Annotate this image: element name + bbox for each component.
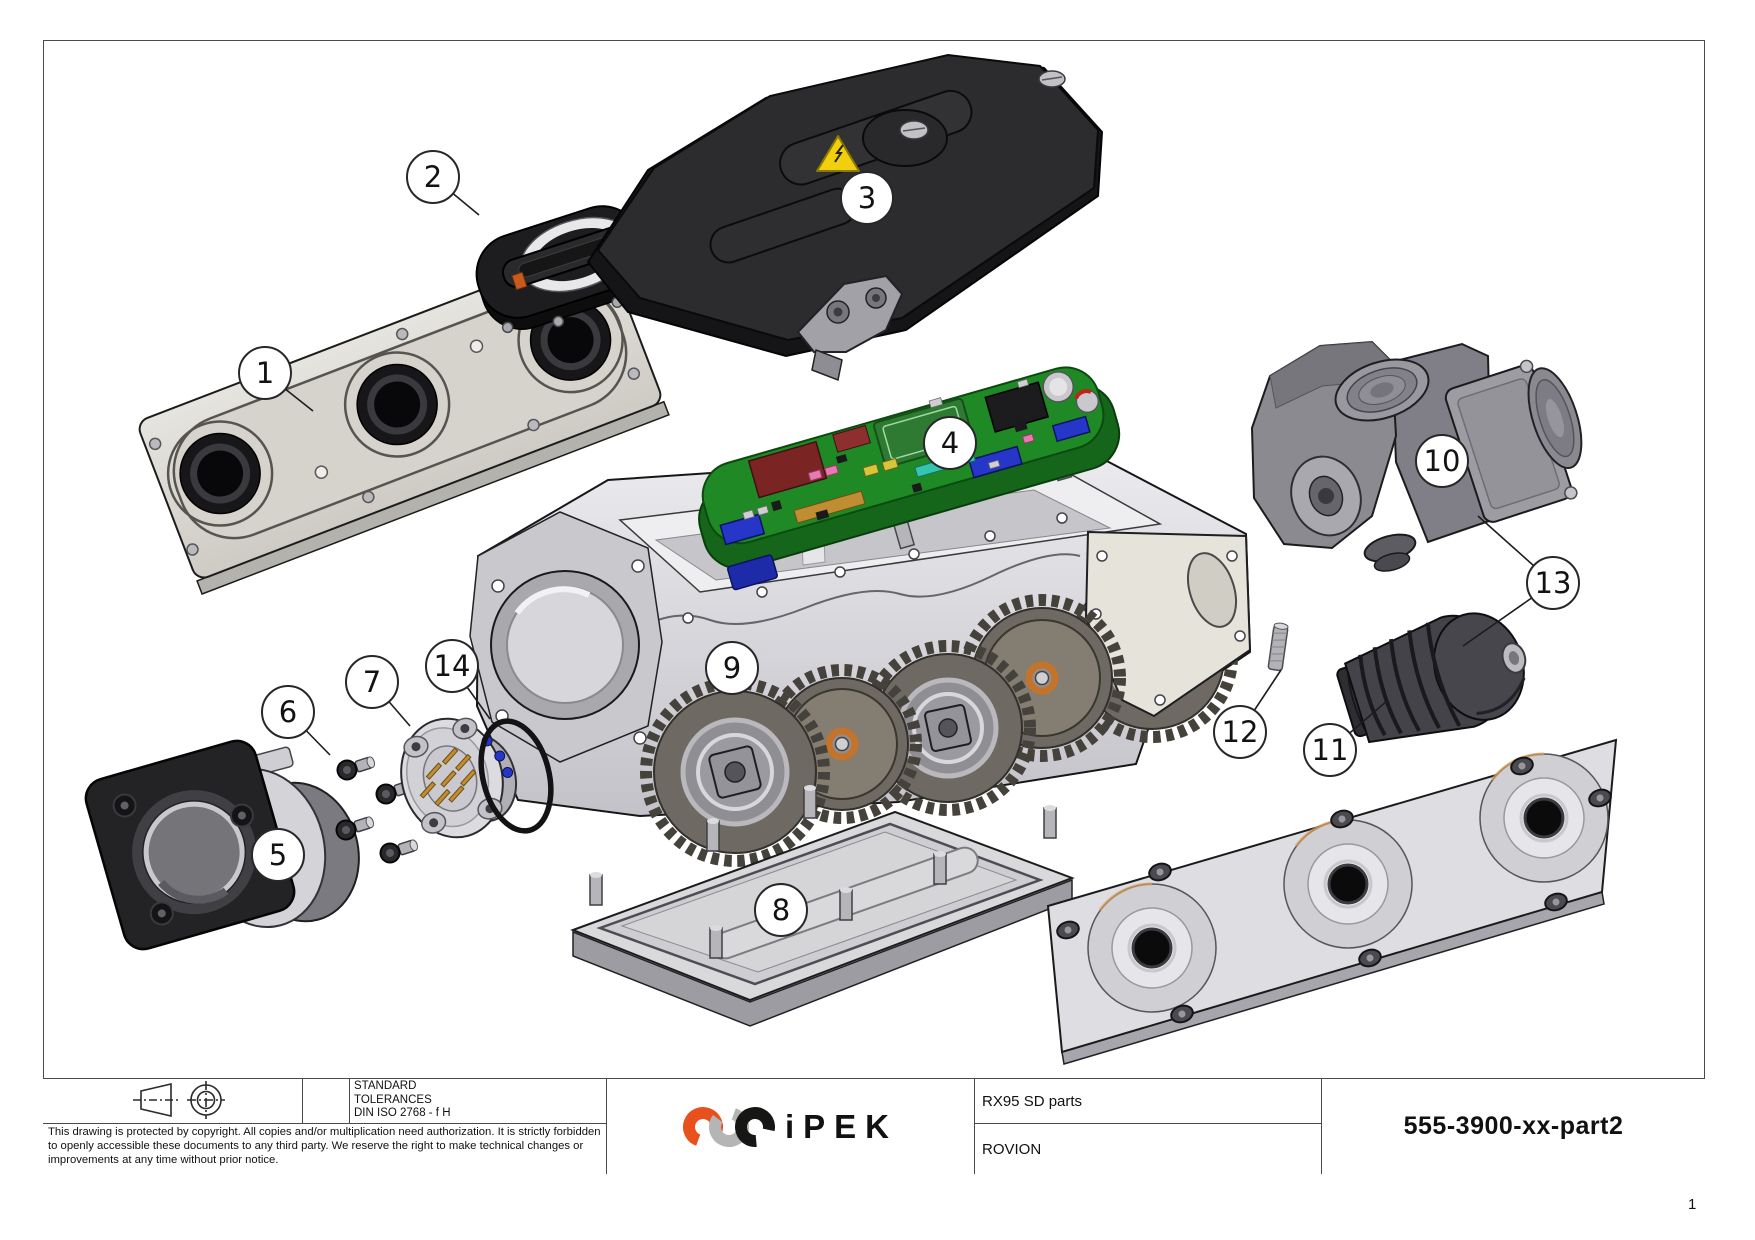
part-1-cover-plate — [138, 245, 670, 595]
tray-pins — [589, 785, 1057, 959]
hinge-bracket — [796, 274, 904, 382]
projection-symbol-cell — [43, 1079, 303, 1124]
bearing-hole — [356, 363, 438, 446]
svg-text:14: 14 — [434, 649, 471, 683]
balloon-13: 13 — [1526, 556, 1580, 610]
part-6-screws — [335, 756, 419, 864]
part-11-motor — [1336, 612, 1527, 744]
svg-text:6: 6 — [279, 695, 297, 729]
svg-text:5: 5 — [269, 838, 287, 872]
title-block: STANDARD TOLERANCES DIN ISO 2768 - f H T… — [43, 1078, 1705, 1174]
balloon-7: 7 — [345, 655, 399, 709]
balloon-12: 12 — [1213, 705, 1267, 759]
balloon-1: 1 — [238, 346, 292, 400]
side-plate — [1046, 738, 1618, 1065]
logo-wordmark: iPEK — [784, 1107, 899, 1145]
tolerance-line: TOLERANCES — [354, 1093, 432, 1106]
plate-holes — [1087, 752, 1609, 1013]
cover-screw — [899, 120, 929, 140]
ipek-logo-icon — [682, 1106, 775, 1147]
svg-text:4: 4 — [941, 426, 959, 460]
tolerances-cell: STANDARD TOLERANCES DIN ISO 2768 - f H — [350, 1079, 607, 1124]
svg-text:1: 1 — [256, 356, 274, 390]
svg-text:13: 13 — [1535, 566, 1572, 600]
balloon-9: 9 — [705, 641, 759, 695]
svg-text:2: 2 — [424, 160, 442, 194]
tolerance-line: DIN ISO 2768 - f H — [354, 1107, 451, 1119]
balloon-10: 10 — [1415, 434, 1469, 488]
bearing-hole — [179, 432, 261, 515]
copyright-text: This drawing is protected by copyright. … — [48, 1126, 601, 1166]
logo-cell: iPEK — [607, 1079, 975, 1174]
gear-3 — [860, 640, 1036, 816]
part-8-bottom-tray — [570, 785, 1075, 1027]
copyright-cell: This drawing is protected by copyright. … — [43, 1124, 607, 1174]
flange-screws — [112, 793, 254, 926]
drawing-number: 555-3900-xx-part2 — [1403, 1112, 1624, 1140]
warning-triangle-icon — [816, 135, 860, 172]
product-name: ROVION — [982, 1140, 1042, 1158]
part-4-pcb — [698, 366, 1121, 591]
balloon-3: 3 — [840, 171, 894, 225]
part-5-camera-flange — [84, 739, 360, 951]
svg-text:8: 8 — [772, 893, 790, 927]
svg-text:7: 7 — [363, 665, 381, 699]
svg-text:9: 9 — [723, 651, 741, 685]
svg-text:3: 3 — [858, 181, 876, 215]
balloon-11: 11 — [1303, 723, 1357, 777]
part-7-pin-connector — [400, 717, 517, 839]
svg-text:12: 12 — [1222, 715, 1259, 749]
drawing-title-cell: RX95 SD parts — [975, 1079, 1322, 1124]
page-number: 1 — [1688, 1196, 1697, 1213]
empty-cell — [303, 1079, 350, 1124]
balloon-8: 8 — [754, 883, 808, 937]
balloon-14: 14 — [425, 639, 479, 693]
projection-method-icon — [133, 1081, 225, 1119]
svg-text:10: 10 — [1424, 444, 1461, 478]
balloon-4: 4 — [923, 416, 977, 470]
drawing-title: RX95 SD parts — [982, 1092, 1083, 1110]
drawing-number-cell: 555-3900-xx-part2 — [1322, 1079, 1705, 1174]
tolerance-line: STANDARD — [354, 1080, 417, 1092]
balloon-2: 2 — [406, 150, 460, 204]
camera-head-turret — [1334, 358, 1430, 422]
gold-pins — [419, 747, 477, 807]
svg-text:11: 11 — [1312, 733, 1349, 767]
part-3-top-cover — [586, 53, 1104, 382]
cover-screw — [1038, 70, 1066, 88]
balloon-6: 6 — [261, 685, 315, 739]
balloon-5: 5 — [251, 828, 305, 882]
plate-screw-bosses — [1056, 756, 1612, 1024]
orange-marker — [511, 271, 528, 291]
part-14-o-ring — [478, 718, 554, 834]
product-cell: ROVION — [975, 1124, 1322, 1174]
part-12-pin — [1267, 622, 1289, 672]
